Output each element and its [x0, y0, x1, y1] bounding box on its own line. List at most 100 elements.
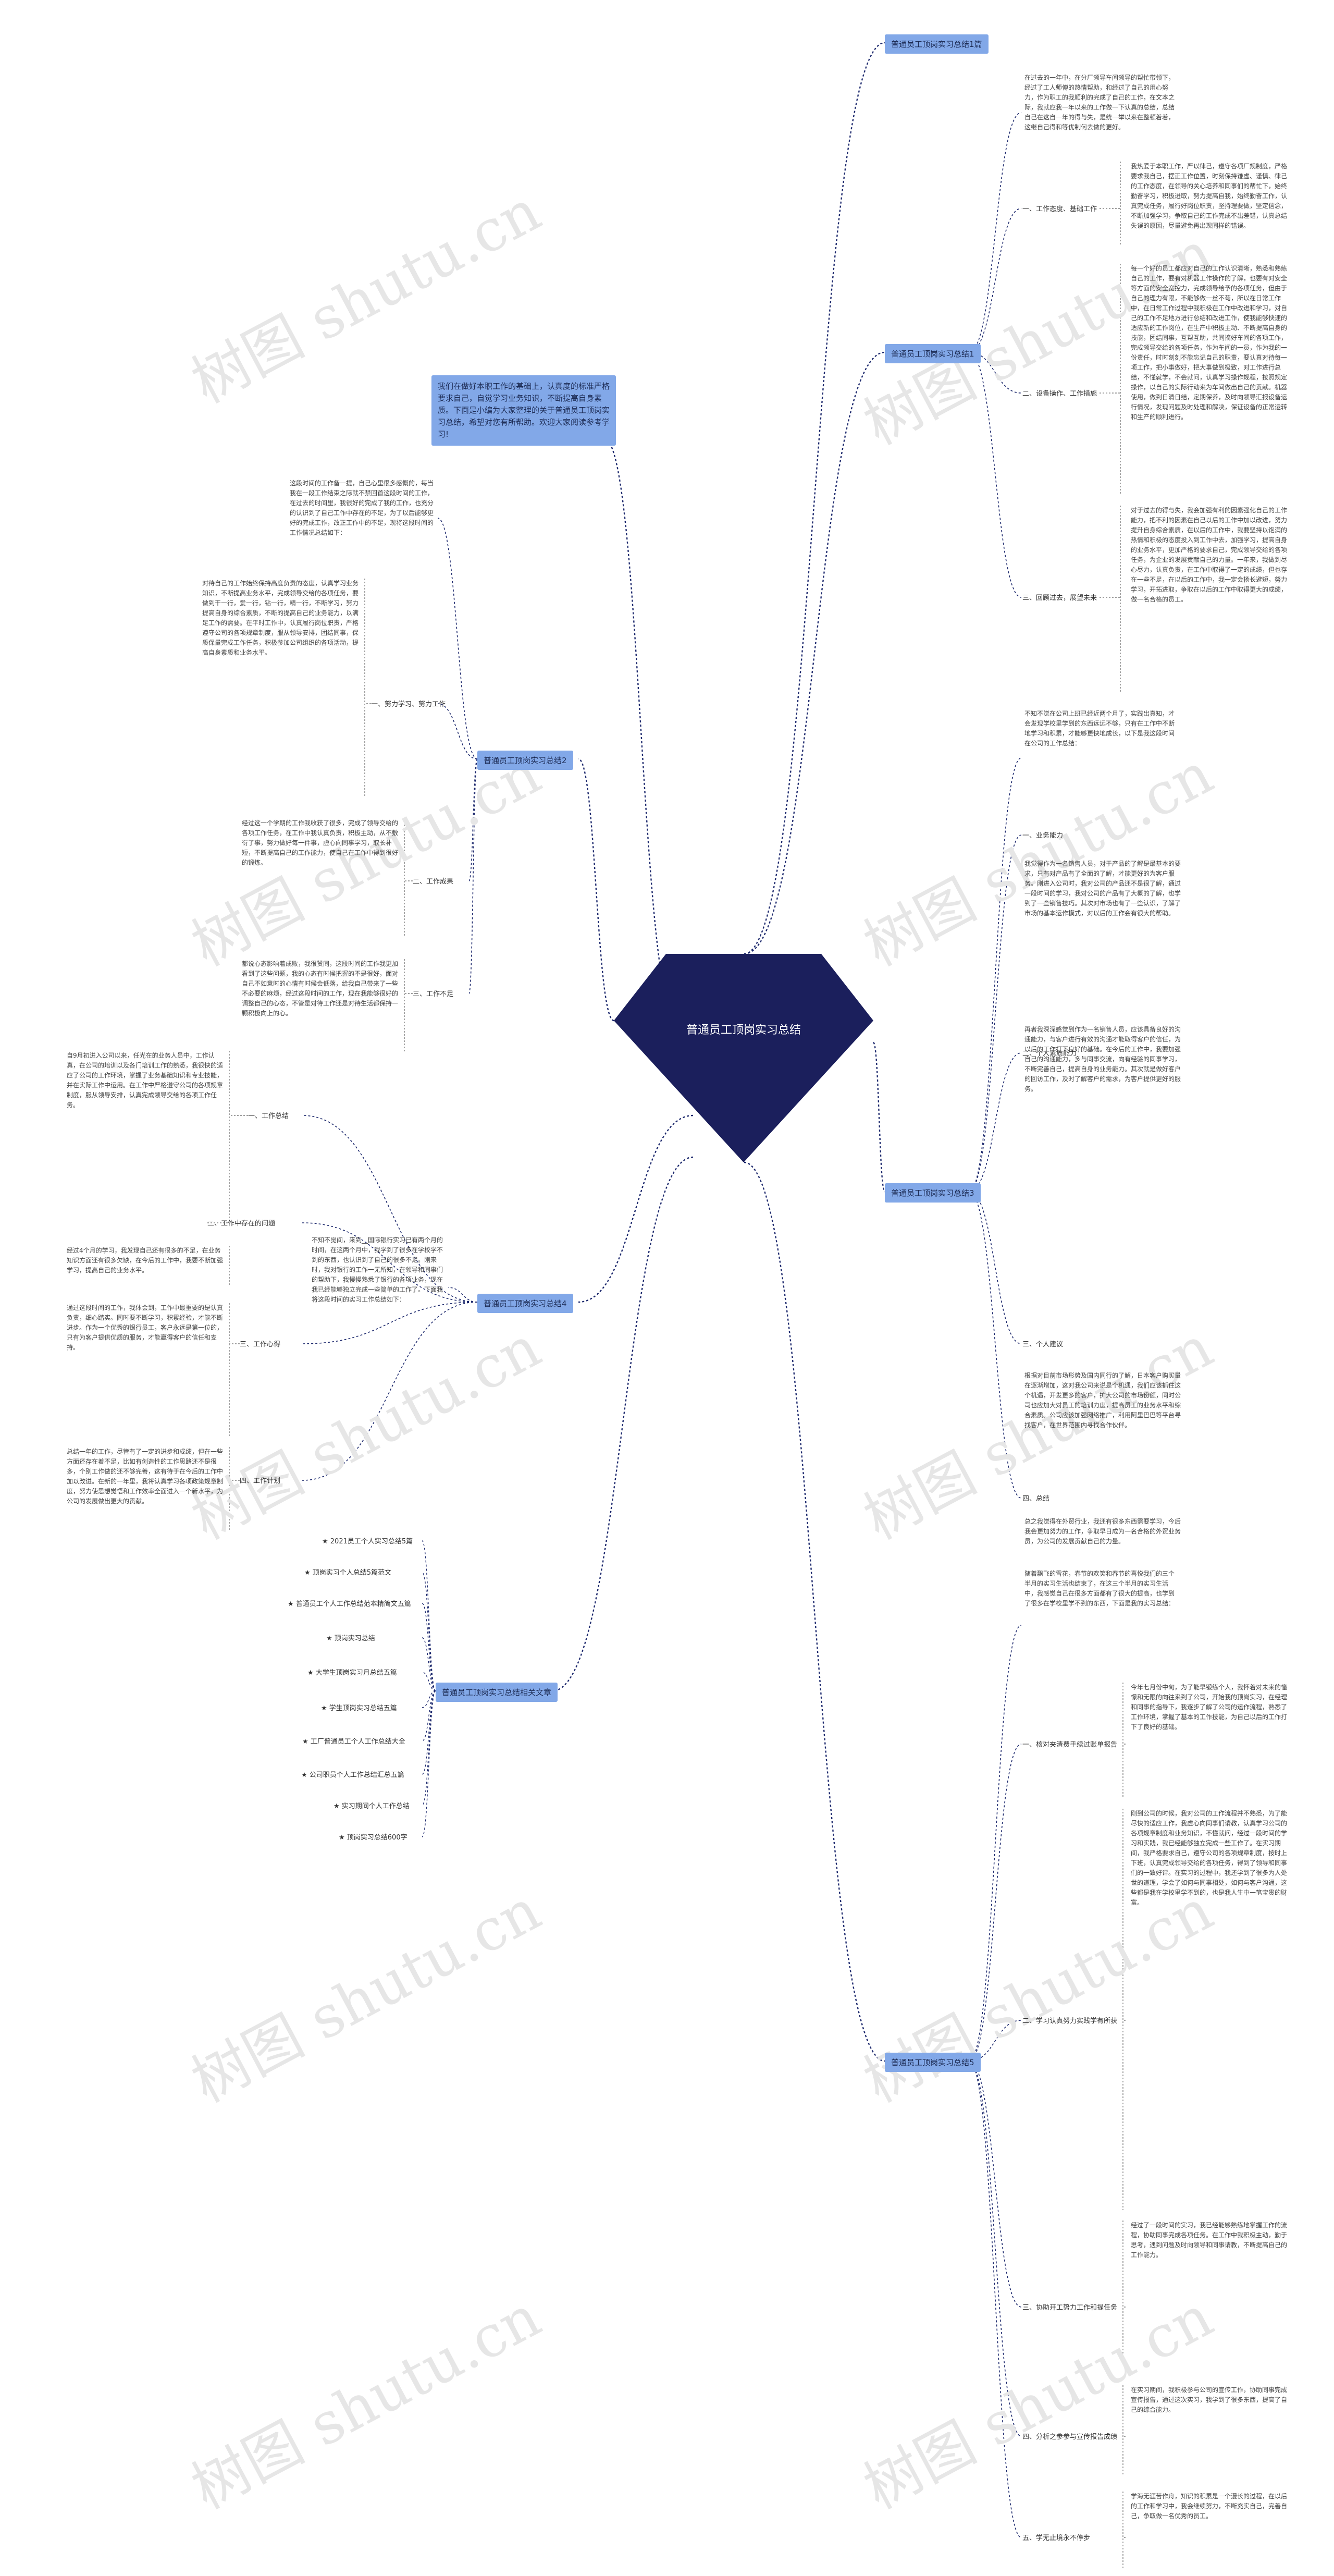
summary-4-sub-work-text: 自9月初进入公司以来，任光在的业务人员中，工作认真，在公司的培训以及各门培训工作…	[67, 1052, 223, 1109]
summary-4-sub-work[interactable]: 一、工作总结	[248, 1112, 289, 1120]
connector	[422, 1690, 436, 1837]
connector	[448, 1287, 478, 1303]
summary-5-sub-study[interactable]: 二、学习认真努力实践学有所获	[1022, 2017, 1118, 2025]
connector	[552, 1156, 694, 1692]
bracket	[1122, 1683, 1126, 1797]
related-link[interactable]: ★ 大学生顶岗实习月总结五篇	[307, 1669, 397, 1677]
summary-2-sub-shortcomings-text: 都说心态影响着成败，我很赞同，这段时间的工作我更加看到了这些问题，我的心态有时候…	[242, 960, 398, 1017]
branch-summary-5[interactable]: 普通员工顶岗实习总结5	[885, 2053, 981, 2072]
connector	[302, 1302, 478, 1344]
summary-3-sub-personal[interactable]: 二、个人素质能力	[1022, 1050, 1077, 1058]
bracket	[1100, 506, 1121, 692]
connector	[422, 1603, 436, 1691]
summary-4-sub-experience-text: 通过这段时间的工作，我体会到，工作中最重要的是认真负责，细心踏实。同时要不断学习…	[67, 1304, 223, 1351]
connector	[302, 1115, 478, 1303]
summary-4-lead-text: 不知不觉间，来到__国际银行实习已有两个月的时间，在这两个月中，我学到了很多在学…	[312, 1236, 443, 1303]
bracket	[404, 818, 413, 937]
summary-5-sub-analysis[interactable]: 四、分析之参参与宣传报告成绩	[1022, 2433, 1118, 2441]
branch-summary-1[interactable]: 普通员工顶岗实习总结1	[885, 344, 981, 363]
bracket	[1100, 264, 1121, 495]
bracket	[229, 1303, 240, 1438]
summary-3-sub-personal-text: 再者我深深感觉到作为一名销售人员，应该具备良好的沟通能力，与客户进行有效的沟通才…	[1024, 1026, 1181, 1093]
summary-1-sub-equipment-text: 每一个好的员工都应对自己的工作认识清晰，熟悉和熟练自己的工作，要有对机器工作操作…	[1131, 265, 1287, 421]
related-link[interactable]: ★ 顶岗实习总结600字	[339, 1834, 407, 1842]
summary-3-sub-business[interactable]: 一、业务能力	[1022, 832, 1064, 840]
summary-5-sub-assist[interactable]: 三、协助开工势力工作和提任务	[1022, 2304, 1118, 2312]
connector	[969, 2060, 1022, 2538]
related-link[interactable]: ★ 工厂普通员工个人工作总结大全	[302, 1738, 405, 1746]
bracket	[1100, 162, 1121, 245]
summary-3-sub-conclusion[interactable]: 四、总结	[1022, 1495, 1050, 1503]
summary-1-sub-equipment[interactable]: 二、设备操作、工作措施	[1022, 390, 1097, 398]
summary-5-sub-keep-learning[interactable]: 五、学无止境永不停步	[1022, 2534, 1091, 2542]
connector	[422, 1540, 436, 1691]
central-topic-label: 普通员工顶岗实习总结	[686, 1024, 801, 1037]
bracket	[364, 579, 371, 798]
connector	[302, 1302, 478, 1481]
bracket	[207, 1222, 230, 1285]
connector	[969, 208, 1022, 353]
related-link[interactable]: ★ 学生顶岗实习总结五篇	[321, 1704, 397, 1712]
summary-4-sub-problems-text: 经过4个月的学习，我发现自己还有很多的不足，在业务知识方面还有很多欠缺，在今后的…	[67, 1247, 223, 1274]
connector	[969, 2060, 1022, 2437]
bracket	[1122, 2221, 1126, 2361]
connector	[969, 1625, 1022, 2062]
branch-related-articles[interactable]: 普通员工顶岗实习总结相关文章	[436, 1683, 558, 1702]
summary-4-sub-problems[interactable]: 二、工作中存在的问题	[207, 1220, 276, 1228]
connector	[969, 2060, 1022, 2308]
connector	[744, 1161, 885, 2062]
summary-5-sub-verify-text: 今年七月份中旬，为了能早锻练个人，我怀着对未来的憧憬和无限的向往来到了公司，开始…	[1131, 1684, 1287, 1731]
summary-1-sub-review[interactable]: 三、回顾过去，展望未来	[1022, 594, 1097, 602]
summary-5-sub-analysis-text: 在实习期间，我积极参与公司的宣传工作，协助同事完成宣传报告，通过这次实习，我学到…	[1131, 2386, 1287, 2413]
bracket	[1122, 2492, 1126, 2570]
connector	[422, 1672, 436, 1691]
bracket	[1122, 1809, 1126, 2210]
connector	[969, 352, 1022, 598]
related-link[interactable]: ★ 普通员工个人工作总结范本精简文五篇	[288, 1600, 411, 1608]
central-topic-shape	[614, 954, 873, 1162]
related-link[interactable]: ★ 实习期间个人工作总结	[334, 1802, 410, 1810]
summary-1-sub-work-attitude[interactable]: 一、工作态度、基础工作	[1022, 205, 1097, 213]
related-link[interactable]: ★ 顶岗实习总结	[326, 1635, 375, 1642]
summary-5-sub-verify[interactable]: 一、核对夹清费手续过账单报告	[1022, 1741, 1118, 1749]
connector	[422, 1690, 436, 1806]
connector	[468, 758, 478, 994]
branch-summary-2[interactable]: 普通员工顶岗实习总结2	[477, 751, 573, 770]
bracket	[404, 959, 413, 1052]
connector	[578, 758, 614, 1022]
summary-1-lead-text: 在过去的一年中，在分厂领导车间领导的帮忙带领下，经过了工人师傅的热情帮助，和经过…	[1024, 74, 1175, 131]
summary-5-sub-assist-text: 经过了一段时间的实习，我已经能够熟练地掌握工作的流程，协助同事完成各项任务。在工…	[1131, 2222, 1287, 2259]
summary-2-sub-study-text: 对待自己的工作始终保持高度负责的态度，认真学习业务知识，不断提高业务水平，完成领…	[202, 580, 359, 656]
connector	[969, 1744, 1022, 2062]
summary-4-sub-plan-text: 总结一年的工作，尽管有了一定的进步和成绩，但在一些方面还存在着不足，比如有创造性…	[67, 1448, 223, 1505]
summary-2-lead-text: 这段时间的工作备一提，自己心里很多感慨的，每当我在一段工作结束之际就不禁回首这段…	[290, 480, 434, 536]
summary-3-lead-text: 不知不觉在公司上班已经近两个月了，实践出真知，才会发现学校里学到的东西远远不够，…	[1024, 710, 1175, 747]
connector	[422, 1690, 436, 1708]
connector	[969, 1052, 1022, 1192]
related-link[interactable]: ★ 公司职员个人工作总结汇总五篇	[301, 1771, 404, 1779]
summary-3-sub-conclusion-text: 总之我觉得在外贸行业，我还有很多东西需要学习，今后我会更加努力的工作，争取早日成…	[1024, 1518, 1181, 1545]
related-link[interactable]: ★ 2021员工个人实习总结5篇	[322, 1538, 413, 1545]
central-topic[interactable]: 普通员工顶岗实习总结	[614, 954, 873, 1162]
branch-summary-3[interactable]: 普通员工顶岗实习总结3	[885, 1183, 981, 1203]
summary-5-lead-text: 随着飘飞的雪花，春节的欢笑和春节的喜悦我们的三个半月的实习生活也结束了，在这三个…	[1024, 1570, 1175, 1607]
summary-4-sub-experience[interactable]: 三、工作心得	[240, 1341, 281, 1348]
connector	[969, 1191, 1022, 1344]
summary-2-sub-results[interactable]: 二、工作成果	[413, 878, 454, 886]
summary-2-sub-study[interactable]: 一、努力学习、努力工作	[371, 701, 446, 708]
related-link[interactable]: ★ 顶岗实习个人总结5篇范文	[304, 1569, 392, 1577]
bracket	[229, 1447, 240, 1530]
connector	[872, 1041, 886, 1193]
connector	[969, 757, 1022, 1192]
summary-3-sub-suggestions[interactable]: 三、个人建议	[1022, 1341, 1064, 1348]
branch-summary-4[interactable]: 普通员工顶岗实习总结4	[477, 1294, 573, 1313]
summary-2-sub-shortcomings[interactable]: 三、工作不足	[413, 990, 454, 998]
summary-5-sub-study-text: 刚到公司的时候，我对公司的工作流程并不熟悉，为了能尽快的适应工作，我虚心向同事们…	[1131, 1810, 1287, 1906]
intro-note[interactable]: 我们在做好本职工作的基础上，认真度的标准严格要求自己，自觉学习业务知识，不断提高…	[431, 375, 616, 446]
summary-4-sub-plan[interactable]: 四、工作计划	[240, 1477, 281, 1485]
connector	[744, 42, 885, 955]
bracket	[229, 1051, 248, 1226]
summary-1-sub-review-text: 对于过去的得与失，我会加强有利的因素强化自己的工作能力，把不利的因素在自己以后的…	[1131, 507, 1287, 603]
branch-summary-1-pian[interactable]: 普通员工顶岗实习总结1篇	[885, 34, 989, 54]
